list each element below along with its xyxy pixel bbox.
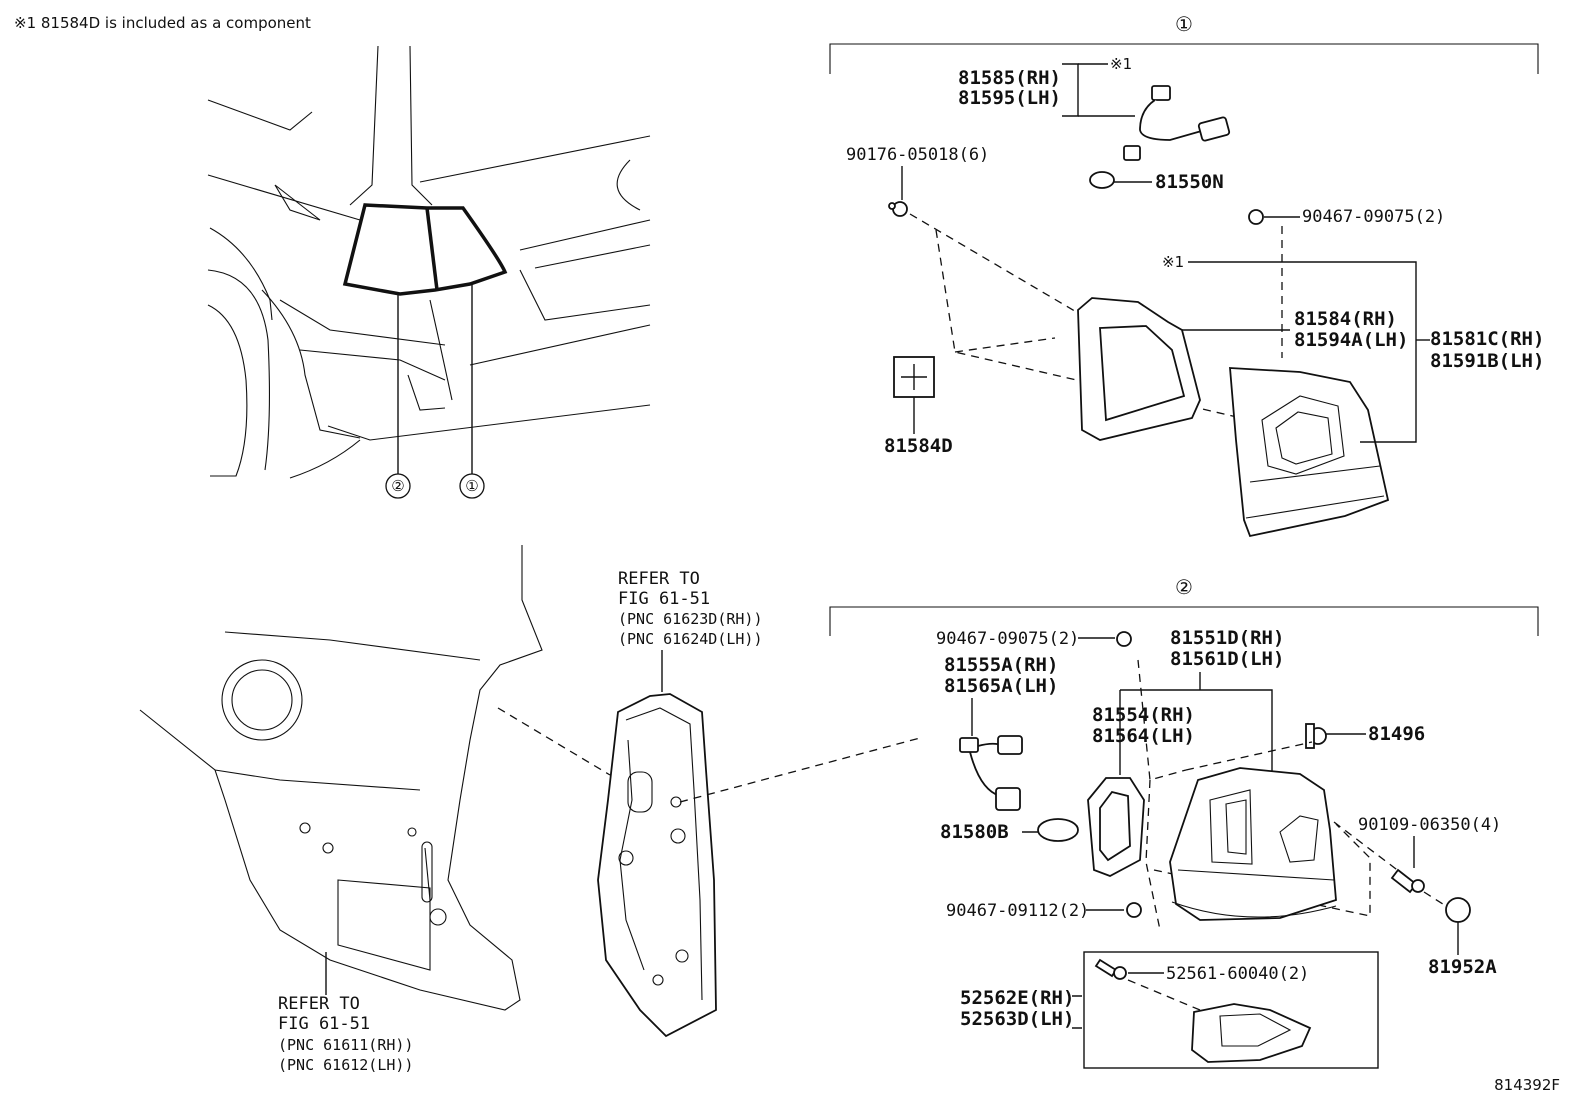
ref-mark-1b: ※1 <box>1162 253 1184 271</box>
label-90467-c: 90467-09112(2) <box>946 901 1089 921</box>
gasket-icon <box>1077 297 1201 441</box>
callout-2: ② <box>391 477 404 495</box>
label-81496: 81496 <box>1368 723 1425 745</box>
assembly-2-callout: ② <box>1175 575 1193 599</box>
bulb-icon <box>1089 171 1152 189</box>
ref-mark-1a: ※1 <box>1110 55 1132 73</box>
label-81594A: 81594A(LH) <box>1294 329 1408 351</box>
vehicle-rear-view: ② ① <box>207 45 651 499</box>
label-52561: 52561-60040(2) <box>1166 964 1309 984</box>
socket-wire-b-icon <box>959 735 1023 811</box>
label-81554: 81554(RH) <box>1092 704 1195 726</box>
socket-wire-icon <box>1123 85 1231 161</box>
label-90467-b: 90467-09075(2) <box>936 629 1079 649</box>
label-81580B: 81580B <box>940 821 1009 843</box>
label-52563D: 52563D(LH) <box>960 1008 1074 1030</box>
assembly-1-group: ① 81585(RH) 81595(LH) ※1 81550N 90176-05… <box>829 12 1544 538</box>
screw-icon <box>888 201 908 217</box>
label-81584: 81584(RH) <box>1294 308 1397 330</box>
screw-b-icon <box>1094 958 1127 980</box>
refer-bottom-pnc2: (PNC 61612(LH)) <box>278 1056 413 1074</box>
label-52562E: 52562E(RH) <box>960 987 1074 1009</box>
rear-lamp-inner-icon <box>1229 367 1390 538</box>
pad-icon <box>893 356 935 398</box>
label-81591B: 81591B(LH) <box>1430 350 1544 372</box>
label-81561D: 81561D(LH) <box>1170 648 1284 670</box>
assembly-2-group: ② 90467-09075(2) 81551D(RH) 81561D(LH) 8… <box>829 575 1539 1069</box>
component-note: ※1 81584D is included as a component <box>14 14 311 32</box>
refer-bottom-pnc1: (PNC 61611(RH)) <box>278 1036 413 1054</box>
refer-top-line1: REFER TO <box>618 569 700 589</box>
refer-bottom-line1: REFER TO <box>278 994 360 1014</box>
rear-lamp-outer-icon <box>1169 767 1337 921</box>
cap-icon <box>1445 897 1471 923</box>
gasket-b-icon <box>1087 777 1145 877</box>
clip-81496-icon <box>1305 723 1327 749</box>
label-81585: 81585(RH) <box>958 67 1061 89</box>
refer-top-pnc2: (PNC 61624D(LH)) <box>618 630 763 648</box>
bolt-icon <box>1390 868 1425 894</box>
label-90109: 90109-06350(4) <box>1358 815 1501 835</box>
label-81551D: 81551D(RH) <box>1170 627 1284 649</box>
quarter-panel-view: REFER TO FIG 61-51 (PNC 61611(RH)) (PNC … <box>139 545 543 1074</box>
label-81565A: 81565A(LH) <box>944 675 1058 697</box>
diagram-id: 814392F <box>1494 1076 1560 1094</box>
label-81550N: 81550N <box>1155 171 1224 193</box>
label-81584D: 81584D <box>884 435 953 457</box>
label-90176: 90176-05018(6) <box>846 145 989 165</box>
label-81595: 81595(LH) <box>958 87 1061 109</box>
refer-top-line2: FIG 61-51 <box>618 589 710 609</box>
label-81952A: 81952A <box>1428 956 1497 978</box>
refer-top-pnc1: (PNC 61623D(RH)) <box>618 610 763 628</box>
bulb-b-icon <box>1037 818 1079 842</box>
assembly-1-callout: ① <box>1175 12 1193 36</box>
clip-c-icon <box>1126 902 1142 918</box>
clip-icon <box>1248 209 1264 225</box>
label-81564: 81564(LH) <box>1092 725 1195 747</box>
clip-b-icon <box>1116 631 1132 647</box>
bracket-view: REFER TO FIG 61-51 (PNC 61623D(RH)) (PNC… <box>497 569 921 1038</box>
label-81555A: 81555A(RH) <box>944 654 1058 676</box>
label-81581C: 81581C(RH) <box>1430 328 1544 350</box>
reflector-icon <box>1191 1003 1312 1063</box>
refer-bottom-line2: FIG 61-51 <box>278 1014 370 1034</box>
label-90467-a: 90467-09075(2) <box>1302 207 1445 227</box>
callout-1: ① <box>465 477 478 495</box>
